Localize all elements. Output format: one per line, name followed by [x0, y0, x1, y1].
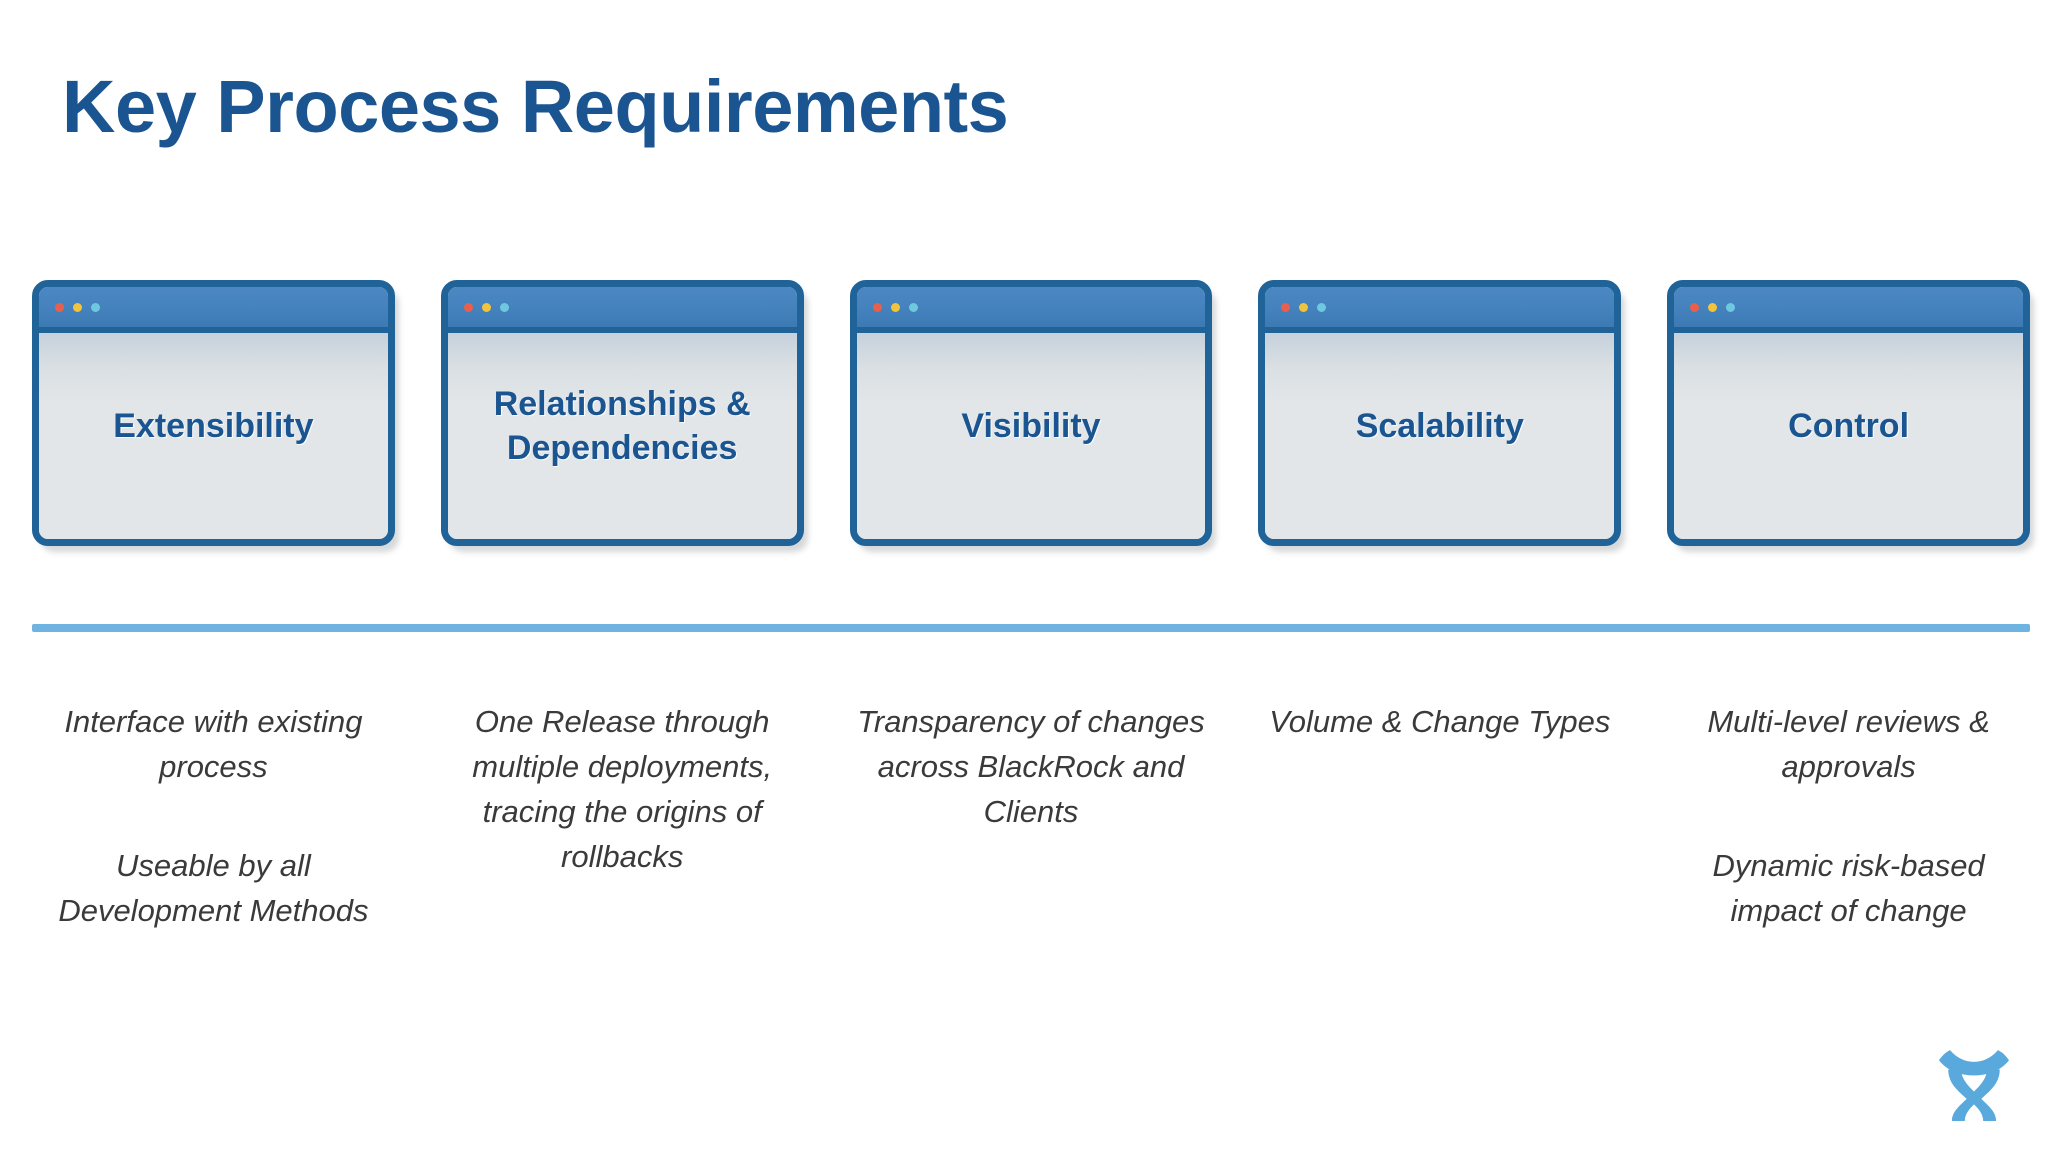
- window-controls: [1281, 302, 1327, 312]
- section-divider: [32, 624, 2030, 632]
- caption-column-control: Multi-level reviews & approvals Dynamic …: [1667, 700, 2030, 934]
- window-titlebar: [447, 287, 797, 333]
- window-body: Scalability: [1265, 333, 1615, 539]
- requirement-card-scalability[interactable]: Scalability: [1258, 280, 1622, 546]
- maximize-dot-icon[interactable]: [908, 302, 918, 312]
- maximize-dot-icon[interactable]: [91, 302, 100, 312]
- requirement-card-visibility[interactable]: Visibility: [849, 280, 1213, 546]
- caption-column-extensibility: Interface with existing process Useable …: [32, 700, 395, 934]
- card-heading: Control: [1788, 407, 1910, 446]
- close-dot-icon[interactable]: [872, 302, 882, 312]
- caption-column-visibility: Transparency of changes across BlackRock…: [850, 700, 1213, 934]
- close-dot-icon[interactable]: [1281, 302, 1291, 312]
- caption-text: Dynamic risk-based impact of change: [1712, 847, 1985, 928]
- caption-text: Transparency of changes across BlackRock…: [857, 704, 1205, 829]
- minimize-dot-icon[interactable]: [890, 302, 900, 312]
- requirement-card-relationships-dependencies[interactable]: Relationships &Dependencies: [440, 280, 804, 546]
- page-title: Key Process Requirements: [62, 65, 1009, 148]
- minimize-dot-icon[interactable]: [1708, 302, 1718, 312]
- company-logo-icon: [1939, 1050, 2009, 1121]
- caption-text: Multi-level reviews & approvals: [1707, 704, 1990, 784]
- caption-text: Interface with existing process: [64, 704, 363, 784]
- requirement-card-control[interactable]: Control: [1667, 280, 2030, 546]
- captions-row: Interface with existing process Useable …: [32, 700, 2030, 934]
- minimize-dot-icon[interactable]: [481, 302, 491, 312]
- caption-text: One Release through multiple deployments…: [472, 704, 773, 874]
- caption-text: Useable by all Development Methods: [58, 847, 369, 928]
- requirement-cards-row: Extensibility Relationships &Dependencie…: [32, 280, 2030, 550]
- window-controls: [1690, 302, 1736, 312]
- window-controls: [55, 302, 100, 312]
- maximize-dot-icon[interactable]: [1317, 302, 1327, 312]
- card-heading: Extensibility: [113, 407, 314, 446]
- window-body: Extensibility: [39, 333, 388, 539]
- window-body: Relationships &Dependencies: [447, 333, 797, 539]
- window-titlebar: [1674, 287, 2023, 333]
- window-controls: [463, 302, 509, 312]
- caption-column-scalability: Volume & Change Types: [1258, 700, 1621, 934]
- card-heading: Scalability: [1355, 407, 1524, 446]
- window-body: Control: [1674, 333, 2023, 539]
- caption-column-relationships-dependencies: One Release through multiple deployments…: [441, 700, 804, 934]
- maximize-dot-icon[interactable]: [499, 302, 509, 312]
- window-body: Visibility: [856, 333, 1206, 539]
- close-dot-icon[interactable]: [463, 302, 473, 312]
- close-dot-icon[interactable]: [55, 302, 64, 312]
- window-titlebar: [1265, 287, 1615, 333]
- card-heading: Visibility: [961, 407, 1101, 446]
- maximize-dot-icon[interactable]: [1726, 302, 1736, 312]
- window-titlebar: [39, 287, 388, 333]
- card-heading: Relationships &Dependencies: [493, 385, 751, 467]
- close-dot-icon[interactable]: [1690, 302, 1700, 312]
- window-titlebar: [856, 287, 1206, 333]
- minimize-dot-icon[interactable]: [73, 302, 82, 312]
- caption-text: Volume & Change Types: [1269, 704, 1611, 739]
- window-controls: [872, 302, 918, 312]
- minimize-dot-icon[interactable]: [1299, 302, 1309, 312]
- requirement-card-extensibility[interactable]: Extensibility: [32, 280, 395, 546]
